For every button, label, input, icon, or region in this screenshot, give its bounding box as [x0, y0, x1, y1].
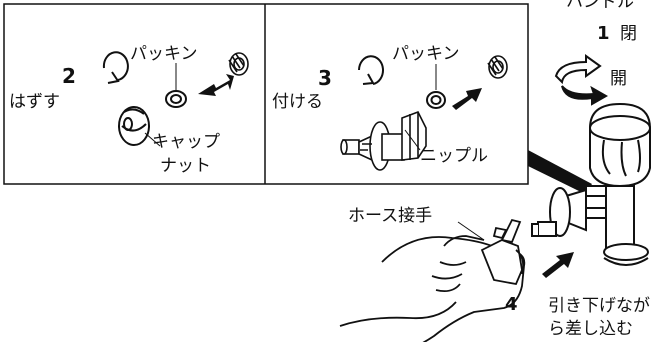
packing-ring-part-middle [426, 91, 446, 109]
step2-number: 2 [62, 64, 76, 88]
open-label: 開 [610, 69, 627, 89]
cap-nut-part [118, 106, 150, 146]
callout-lines-middle [404, 64, 437, 151]
left-packing-label: パッキン [130, 44, 198, 64]
callout-line-hose-joint [457, 221, 485, 241]
cap-nut-label-line1: キャップ [152, 132, 220, 152]
nipple-fitting-part [340, 110, 427, 171]
step4-line1: 引き下げなが [548, 296, 650, 316]
attach-rotation-arrow-icon [358, 55, 384, 85]
step3-number: 3 [318, 66, 332, 90]
zoom-callout-wedge [528, 150, 592, 194]
step2-label: はずす [9, 92, 60, 112]
faucet-body [531, 185, 649, 266]
remove-direction-arrow-icon [198, 74, 234, 96]
handle-rotation-arrow-icon [554, 54, 609, 106]
remove-rotation-arrow-icon [102, 51, 129, 84]
middle-packing-label: パッキン [392, 44, 460, 64]
step4-line2: ら差し込む [548, 319, 633, 339]
packing-ring-part-left [165, 90, 187, 108]
screw-fitting-part-middle [487, 55, 508, 79]
screw-fitting-part-left [228, 52, 249, 76]
hand-holding-hose-joint [339, 218, 526, 342]
cap-nut-label-line2: ナット [160, 156, 211, 176]
callout-lines-left [144, 63, 177, 147]
step1-number: 1 [597, 23, 610, 44]
close-label: 閉 [620, 24, 637, 44]
hose-joint-label: ホース接手 [348, 206, 433, 226]
attach-direction-arrow-icon [452, 88, 482, 110]
insert-direction-arrow-icon [542, 252, 574, 278]
handle-label: ハンドル [566, 0, 634, 12]
nipple-label: ニップル [420, 146, 488, 166]
step4-number: 4 [505, 294, 518, 315]
step3-label: 付ける [272, 92, 323, 112]
faucet-handle [589, 102, 651, 188]
